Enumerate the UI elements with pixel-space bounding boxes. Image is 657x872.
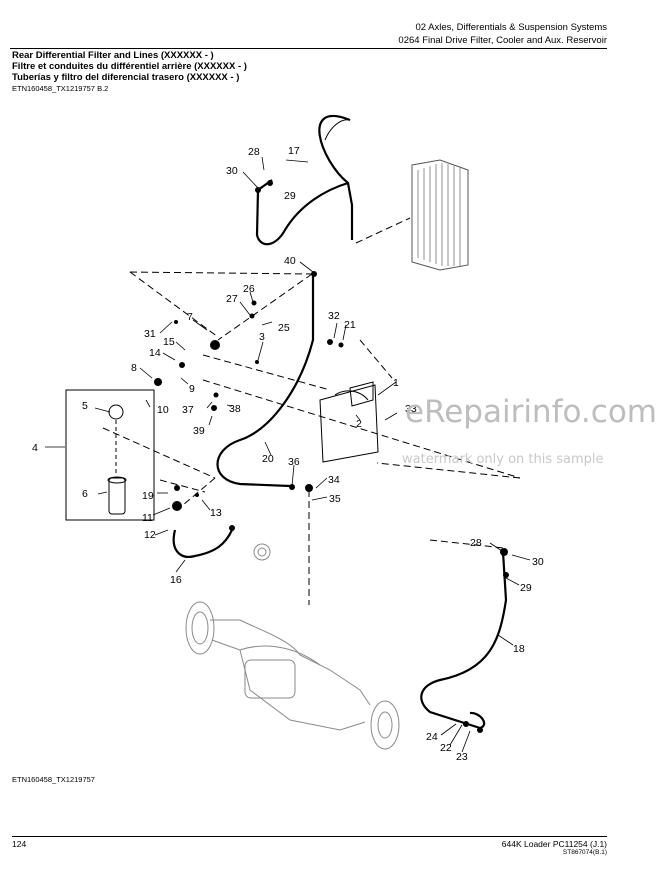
callout-12: 12 xyxy=(144,529,156,541)
callout-13: 13 xyxy=(210,507,222,519)
title-english: Rear Differential Filter and Lines (XXXX… xyxy=(12,50,214,61)
axle-housing-drawing xyxy=(185,543,400,750)
callout-31: 31 xyxy=(144,328,156,340)
watermark-brand: eRepairinfo.com xyxy=(405,394,657,430)
publication-code: ST867074(B.1) xyxy=(562,849,607,856)
callout-22: 22 xyxy=(440,742,452,754)
callout-26: 26 xyxy=(243,283,255,295)
callout-37: 37 xyxy=(182,404,194,416)
callout-19: 19 xyxy=(142,490,154,502)
callout-4: 4 xyxy=(32,442,38,454)
callout-27: 27 xyxy=(226,293,238,305)
callout-16: 16 xyxy=(170,574,182,586)
callout-7: 7 xyxy=(187,311,193,323)
figure-reference-bottom: ETN160458_TX1219757 xyxy=(12,775,95,784)
figure-reference-top: ETN160458_TX1219757 B.2 xyxy=(12,84,109,93)
group-heading: 0264 Final Drive Filter, Cooler and Aux.… xyxy=(398,35,607,46)
callout-32: 32 xyxy=(328,310,340,322)
title-spanish: Tuberías y filtro del diferencial traser… xyxy=(12,72,240,83)
callout-9: 9 xyxy=(189,383,195,395)
callout-24: 24 xyxy=(426,731,438,743)
callout-17: 17 xyxy=(288,145,300,157)
callout-38: 38 xyxy=(229,403,241,415)
callout-1: 1 xyxy=(393,377,399,389)
callout-20: 20 xyxy=(262,453,274,465)
callout-40: 40 xyxy=(284,255,296,267)
watermark-note: watermark only on this sample xyxy=(402,452,604,467)
leader-lines xyxy=(45,156,531,753)
callout-33: 33 xyxy=(405,403,417,415)
callout-34: 34 xyxy=(328,474,340,486)
header-rule xyxy=(10,48,607,49)
callout-30: 30 xyxy=(226,165,238,177)
footer-rule xyxy=(12,836,607,837)
callout-39: 39 xyxy=(193,425,205,437)
callout-18: 18 xyxy=(513,643,525,655)
callout-3: 3 xyxy=(259,331,265,343)
callout-25: 25 xyxy=(278,322,290,334)
callout-11: 11 xyxy=(142,512,153,524)
callout-14: 14 xyxy=(149,347,161,359)
callout-15: 15 xyxy=(163,336,175,348)
callout-21: 21 xyxy=(344,319,356,331)
callout-2: 2 xyxy=(356,418,362,430)
dashed-routing-lines xyxy=(102,217,521,549)
fittings xyxy=(154,180,509,733)
callout-28: 28 xyxy=(248,146,260,158)
callout-6: 6 xyxy=(82,488,88,500)
callout-10: 10 xyxy=(157,404,169,416)
title-french: Filtre et conduites du différentiel arri… xyxy=(12,61,247,72)
callout-23: 23 xyxy=(456,751,468,763)
page-number: 124 xyxy=(12,839,27,849)
callout-numbers: 1 2 3 4 5 6 7 8 9 10 11 12 13 14 15 16 1… xyxy=(32,145,544,763)
section-heading: 02 Axles, Differentials & Suspension Sys… xyxy=(415,22,607,33)
model-info: 644K Loader PC11254 (J.1) xyxy=(501,839,607,849)
callout-36: 36 xyxy=(288,456,300,468)
callout-35: 35 xyxy=(329,493,341,505)
callout-28b: 28 xyxy=(470,537,482,549)
callout-8: 8 xyxy=(131,362,137,374)
callout-5: 5 xyxy=(82,400,88,412)
callout-30b: 30 xyxy=(532,556,544,568)
callout-29: 29 xyxy=(284,190,296,202)
callout-29b: 29 xyxy=(520,582,532,594)
